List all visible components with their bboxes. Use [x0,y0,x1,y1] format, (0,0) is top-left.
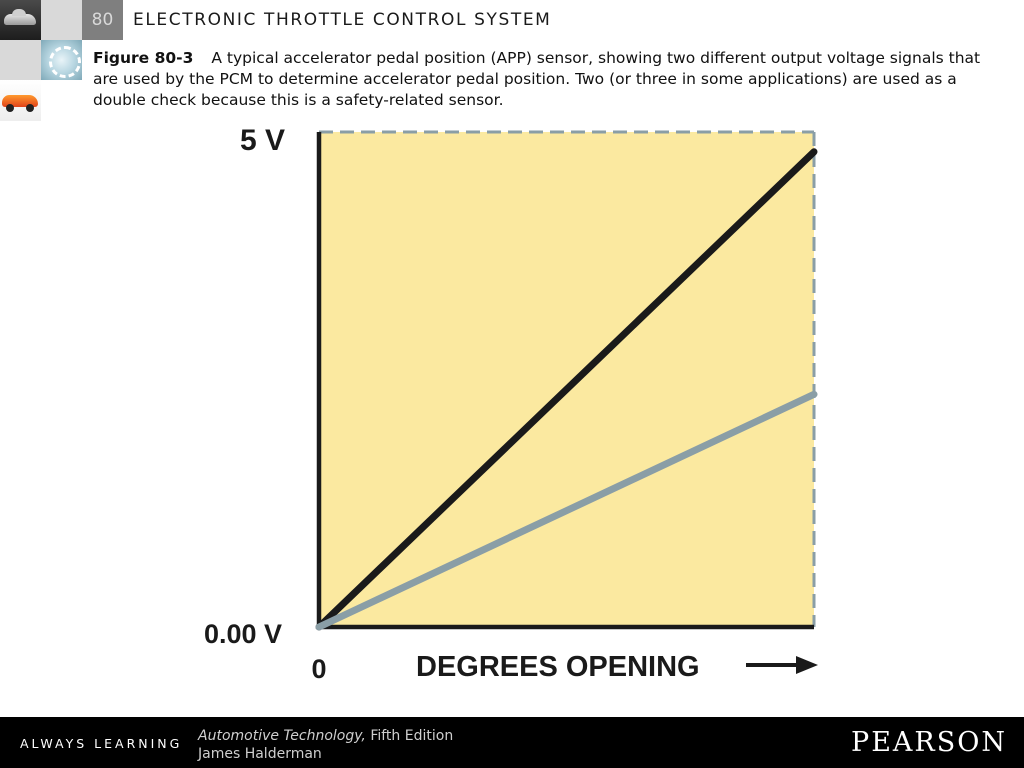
book-edition: Fifth Edition [370,728,454,744]
footer-tagline: ALWAYS LEARNING [20,736,183,751]
car-thumbnail-silver [0,0,41,40]
x-axis-label: DEGREES OPENING [416,651,700,683]
book-author: James Halderman [198,746,322,762]
chapter-number: 80 [82,0,123,40]
header-tile [41,0,82,40]
car-thumbnail-orange [0,80,41,121]
publisher-logo: PEARSON [851,727,1007,758]
chapter-title: ELECTRONIC THROTTLE CONTROL SYSTEM [133,10,552,30]
book-credit: Automotive Technology, Fifth Edition Jam… [198,727,453,763]
footer-bar: ALWAYS LEARNING Automotive Technology, F… [0,717,1024,768]
header-tile [0,40,41,80]
x-tick-label-zero: 0 [311,654,326,684]
series-line-1 [315,148,818,631]
y-tick-label-max: 5 V [240,124,285,157]
series-line-2 [315,390,818,631]
engine-part-thumbnail [41,40,82,80]
figure-caption-text: A typical accelerator pedal position (AP… [93,49,981,109]
y-tick-label-zero: 0.00 V [204,619,282,649]
book-title: Automotive Technology, [198,728,366,744]
x-axis-arrow-head [796,656,818,674]
figure-label: Figure 80-3 [93,49,194,67]
